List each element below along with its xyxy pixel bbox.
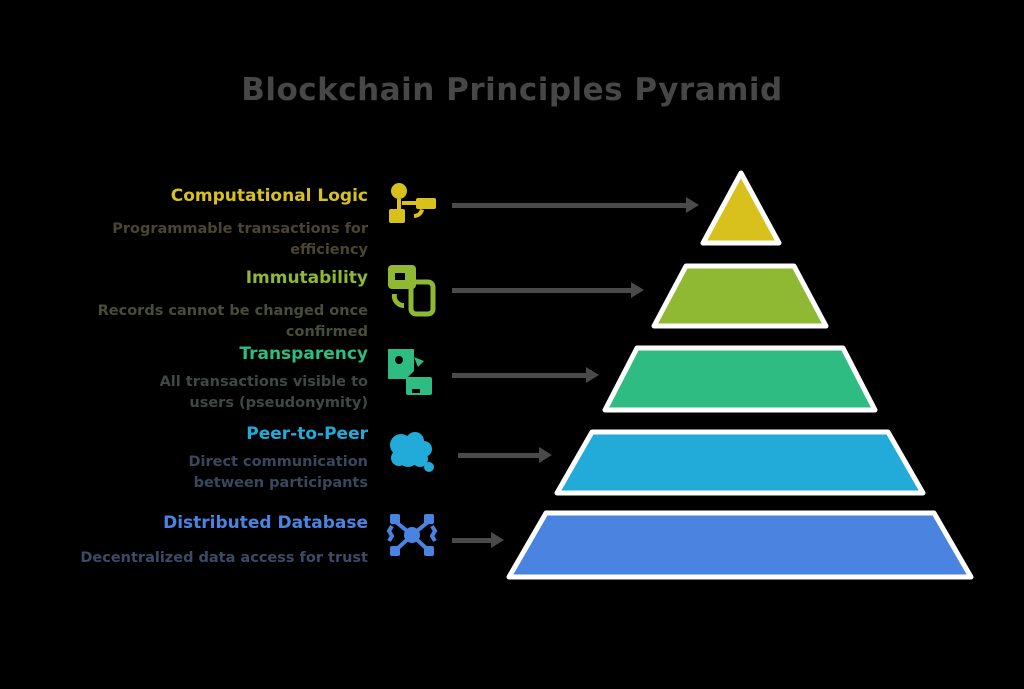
- arrow-computational-logic: [452, 197, 699, 213]
- document-eye-icon: [384, 345, 440, 401]
- page-title: Blockchain Principles Pyramid: [241, 72, 783, 108]
- brain-icon: [386, 430, 438, 478]
- level-label-computational-logic: Computational Logic: [170, 186, 368, 206]
- blocks-icon: [384, 262, 440, 318]
- network-icon: [386, 512, 438, 560]
- pyramid-tier-peer-to-peer: [554, 429, 926, 496]
- level-description-transparency: All transactions visible to users (pseud…: [159, 374, 368, 412]
- level-label-transparency: Transparency: [239, 344, 368, 364]
- pyramid-tier-transparency: [602, 345, 878, 413]
- arrow-peer-to-peer: [458, 447, 552, 463]
- level-description-distributed-database: Decentralized data access for trust: [80, 550, 368, 566]
- pyramid-tier-computational-logic: [700, 170, 782, 246]
- level-label-distributed-database: Distributed Database: [163, 513, 368, 533]
- flowchart-icon: [384, 182, 438, 234]
- level-label-immutability: Immutability: [245, 268, 368, 288]
- pyramid-tier-immutability: [651, 263, 829, 329]
- arrow-immutability: [452, 282, 644, 298]
- arrow-distributed-database: [452, 532, 504, 548]
- level-label-peer-to-peer: Peer-to-Peer: [246, 424, 368, 444]
- arrow-transparency: [452, 367, 599, 383]
- level-description-immutability: Records cannot be changed once confirmed: [97, 303, 368, 341]
- level-description-peer-to-peer: Direct communication between participant…: [188, 454, 368, 492]
- pyramid-tier-distributed-database: [506, 510, 974, 580]
- level-description-computational-logic: Programmable transactions for efficiency: [112, 221, 368, 259]
